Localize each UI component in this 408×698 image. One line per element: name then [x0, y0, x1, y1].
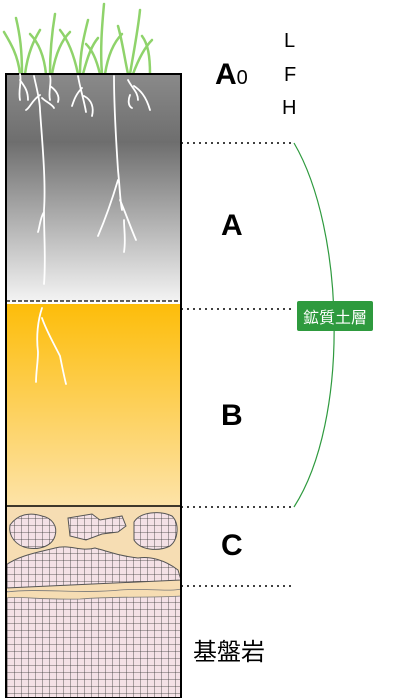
layer-label-h: H — [282, 97, 297, 119]
rock-fragment — [6, 546, 181, 589]
horizon-label-a: A — [221, 209, 243, 242]
rock-fragment — [133, 512, 178, 550]
bedrock-label: 基盤岩 — [193, 639, 265, 666]
horizon-c — [6, 506, 181, 591]
rock-fragment — [67, 513, 127, 541]
horizon-label-a0: A0 — [215, 58, 248, 91]
roots — [18, 73, 151, 385]
horizon-label-c: C — [221, 529, 243, 562]
grass-blades — [2, 2, 154, 76]
rock-fragment — [9, 513, 57, 549]
horizon-a — [6, 143, 181, 301]
horizon-b — [6, 304, 181, 506]
mineral-soil-label: 鉱質土層 — [297, 301, 374, 331]
horizon-label-b: B — [221, 399, 243, 432]
layer-label-l: L — [284, 30, 296, 52]
bedrock — [6, 588, 181, 698]
layer-label-f: F — [284, 64, 297, 86]
